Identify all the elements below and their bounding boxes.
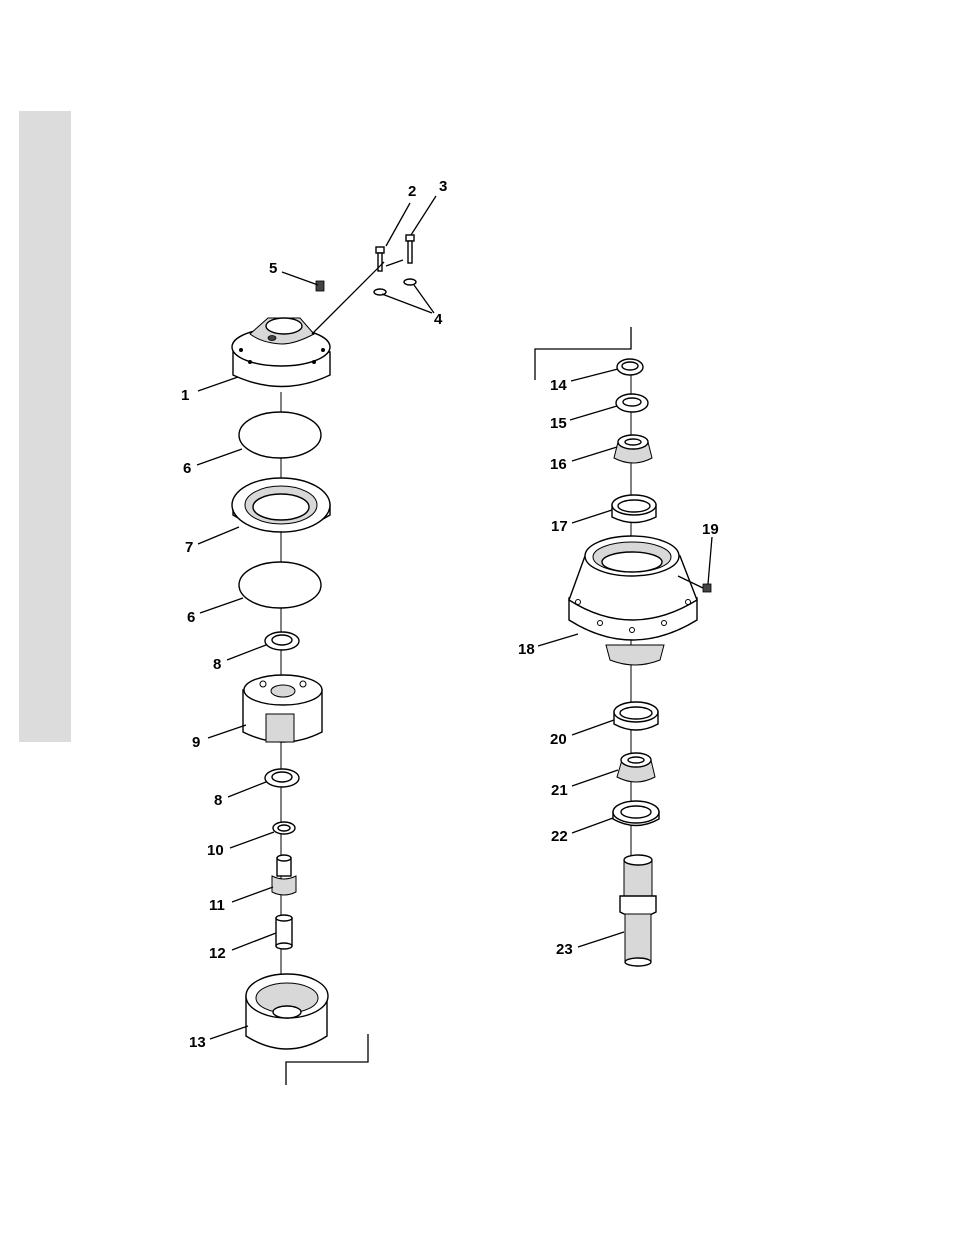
part-17-bearing-cup xyxy=(612,495,656,523)
callout-21: 21 xyxy=(551,782,568,799)
callout-6: 6 xyxy=(187,609,195,626)
part-4-washer xyxy=(374,289,386,295)
part-14-seal xyxy=(617,359,643,375)
part-4-washer xyxy=(404,279,416,285)
callout-12: 12 xyxy=(209,945,226,962)
callout-8: 8 xyxy=(214,792,222,809)
part-8-thrust-washer xyxy=(265,632,299,650)
part-13-ring-gear-housing xyxy=(246,974,328,1049)
callout-23: 23 xyxy=(556,941,573,958)
callout-11: 11 xyxy=(209,897,225,914)
part-7-ring-gear xyxy=(232,478,330,532)
assembly-bracket xyxy=(535,327,631,380)
callout-5: 5 xyxy=(269,260,277,277)
part-12-spacer xyxy=(276,915,292,949)
part-6-gasket xyxy=(239,562,321,608)
part-20-bearing-cup xyxy=(614,702,658,730)
callout-17: 17 xyxy=(551,518,568,535)
callout-10: 10 xyxy=(207,842,224,859)
part-16-tapered-bearing xyxy=(614,435,652,463)
callout-7: 7 xyxy=(185,539,193,556)
callout-14: 14 xyxy=(550,377,567,394)
part-21-tapered-bearing xyxy=(617,753,655,782)
part-23-output-shaft xyxy=(620,855,656,966)
part-1-cover-housing xyxy=(232,318,330,387)
callout-22: 22 xyxy=(551,828,568,845)
callout-9: 9 xyxy=(192,734,200,751)
part-8-thrust-washer xyxy=(265,769,299,787)
callout-8: 8 xyxy=(213,656,221,673)
callout-3: 3 xyxy=(439,178,447,195)
callout-6: 6 xyxy=(183,460,191,477)
part-3-bolt xyxy=(406,235,414,263)
callout-13: 13 xyxy=(189,1034,206,1051)
part-9-planet-carrier xyxy=(243,675,322,742)
callout-1: 1 xyxy=(181,387,189,404)
part-5-plug xyxy=(316,281,324,291)
callout-18: 18 xyxy=(518,641,535,658)
callout-16: 16 xyxy=(550,456,567,473)
part-19-fitting xyxy=(703,584,711,592)
callout-15: 15 xyxy=(550,415,567,432)
part-2-bolt xyxy=(376,247,384,271)
part-11-sun-gear xyxy=(272,855,296,895)
callout-4: 4 xyxy=(434,311,443,328)
part-15-washer xyxy=(616,394,648,412)
part-18-wheel-hub xyxy=(569,536,697,665)
part-10-snap-ring xyxy=(273,822,295,834)
part-6-gasket xyxy=(239,412,321,458)
part-22-seal xyxy=(613,801,659,826)
callout-2: 2 xyxy=(408,183,416,200)
callout-19: 19 xyxy=(702,521,719,538)
callout-20: 20 xyxy=(550,731,567,748)
